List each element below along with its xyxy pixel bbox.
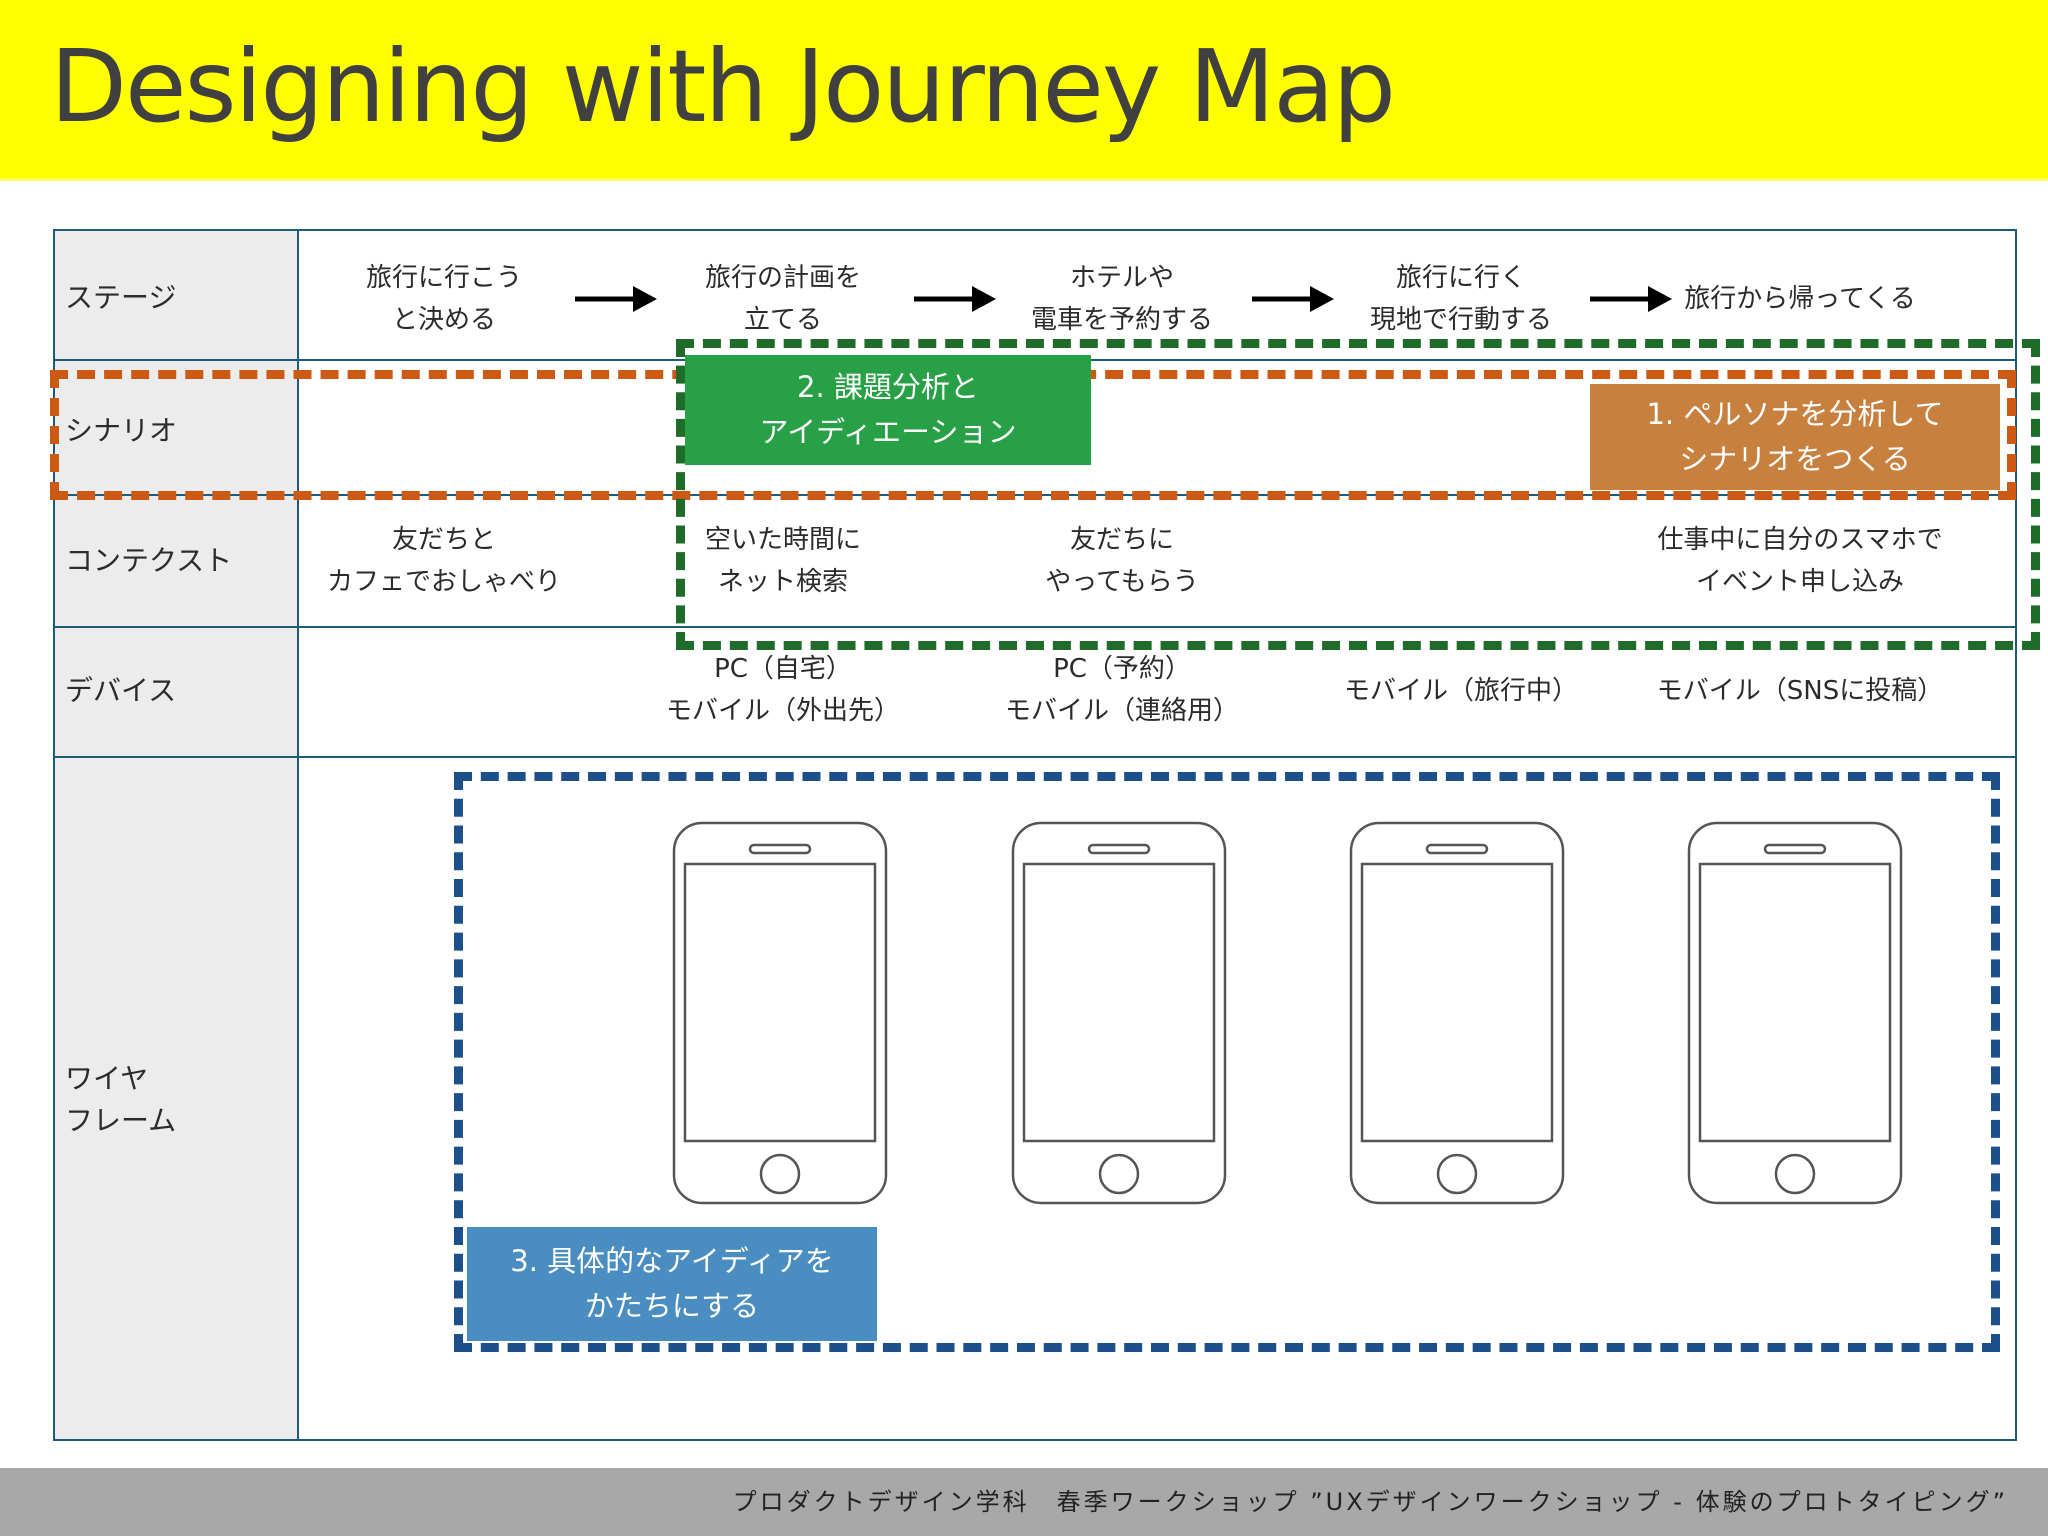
arrow-right-icon: [575, 286, 657, 312]
arrow-right-icon: [1252, 286, 1334, 312]
row-label-context: コンテクスト: [65, 544, 233, 577]
stage-cell: 旅行に行こう と決める: [365, 263, 522, 335]
device-cell: モバイル（SNSに投稿）: [1656, 676, 1944, 706]
row-divider: [53, 756, 2017, 758]
row-label-stage: ステージ: [65, 281, 177, 314]
title-bar: Designing with Journey Map: [0, 0, 2048, 178]
smartphone-wireframe-icon: [1349, 821, 1565, 1205]
row-label-scenario: シナリオ: [65, 414, 178, 447]
analysis-note: 2. 課題分析と アイディエーション: [685, 355, 1091, 465]
smartphone-wireframe-icon: [1011, 821, 1227, 1205]
slide-title: Designing with Journey Map: [50, 28, 1396, 145]
persona-note: 1. ペルソナを分析して シナリオをつくる: [1590, 384, 2000, 490]
stage-cell: ホテルや 電車を予約する: [1030, 263, 1213, 335]
row-divider: [53, 626, 2017, 628]
arrow-right-icon: [1590, 286, 1672, 312]
concrete-note: 3. 具体的なアイディアを かたちにする: [467, 1227, 877, 1341]
stage-cell: 旅行に行く 現地で行動する: [1369, 263, 1552, 335]
context-cell: 仕事中に自分のスマホで イベント申し込み: [1657, 525, 1943, 597]
context-cell: 友だちと カフェでおしゃべり: [326, 525, 561, 597]
stage-cell: 旅行の計画を 立てる: [704, 263, 861, 335]
analysis-highlight-box: [676, 339, 2040, 650]
stage-cell: 旅行から帰ってくる: [1684, 284, 1916, 314]
arrow-right-icon: [914, 286, 996, 312]
device-cell: PC（予約） モバイル（連絡用）: [1004, 654, 1239, 726]
device-cell: モバイル（旅行中）: [1343, 676, 1578, 706]
row-label-column: [53, 229, 299, 1441]
wireframe-highlight-box: [454, 772, 2000, 1352]
smartphone-wireframe-icon: [672, 821, 888, 1205]
device-cell: PC（自宅） モバイル（外出先）: [665, 654, 900, 726]
footer-bar: プロダクトデザイン学科 春季ワークショップ ”UXデザインワークショップ - 体…: [0, 1468, 2048, 1536]
context-cell: 友だちに やってもらう: [1045, 525, 1199, 597]
footer-text: プロダクトデザイン学科 春季ワークショップ ”UXデザインワークショップ - 体…: [732, 1488, 2008, 1516]
row-label-wireframe: ワイヤ フレーム: [65, 1062, 177, 1137]
row-label-device: デバイス: [65, 674, 177, 707]
context-cell: 空いた時間に ネット検索: [704, 525, 861, 597]
smartphone-wireframe-icon: [1687, 821, 1903, 1205]
